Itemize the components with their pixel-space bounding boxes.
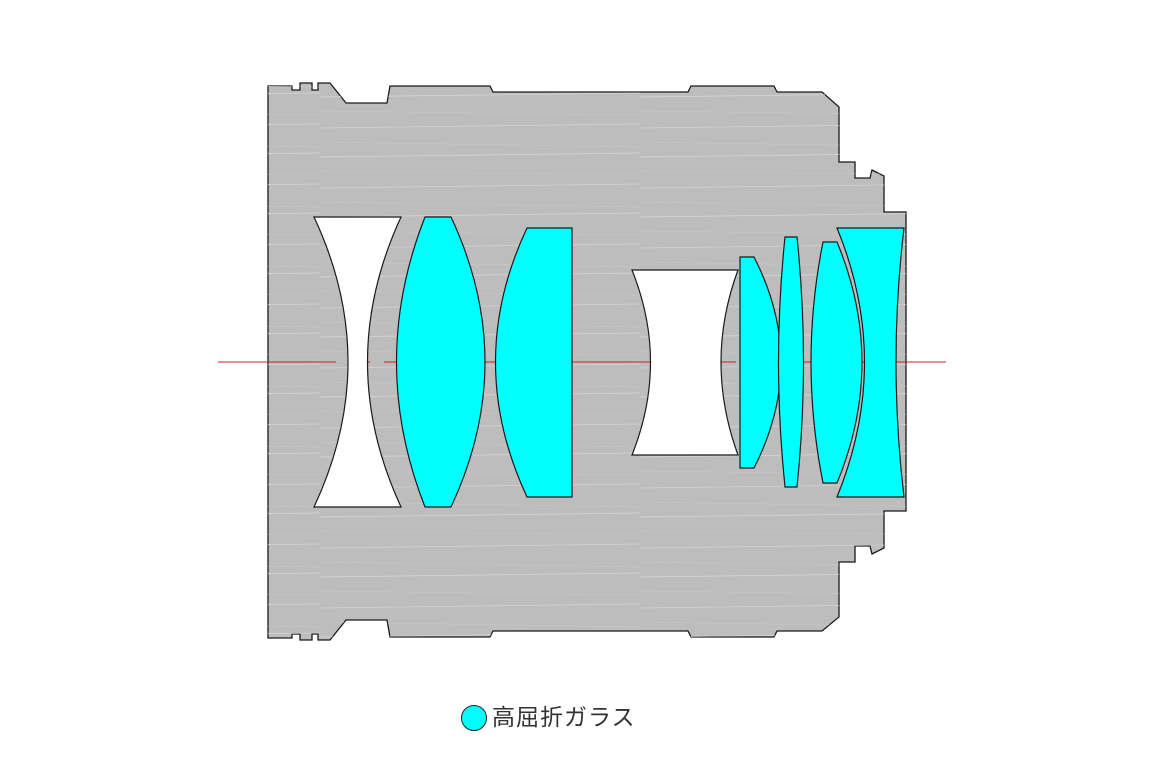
lens-element-4 (631, 269, 739, 456)
lens-element-2 (395, 216, 486, 508)
lens-element-6 (777, 236, 805, 488)
legend-label: 高屈折ガラス (492, 705, 636, 731)
circle-swatch-icon (461, 705, 487, 731)
lens-element-8 (836, 227, 905, 498)
lens-element-1 (313, 216, 402, 508)
legend: 高屈折ガラス (461, 702, 636, 734)
lens-elements (313, 216, 905, 508)
lens-element-3 (495, 227, 573, 498)
lens-element-7 (810, 241, 863, 484)
